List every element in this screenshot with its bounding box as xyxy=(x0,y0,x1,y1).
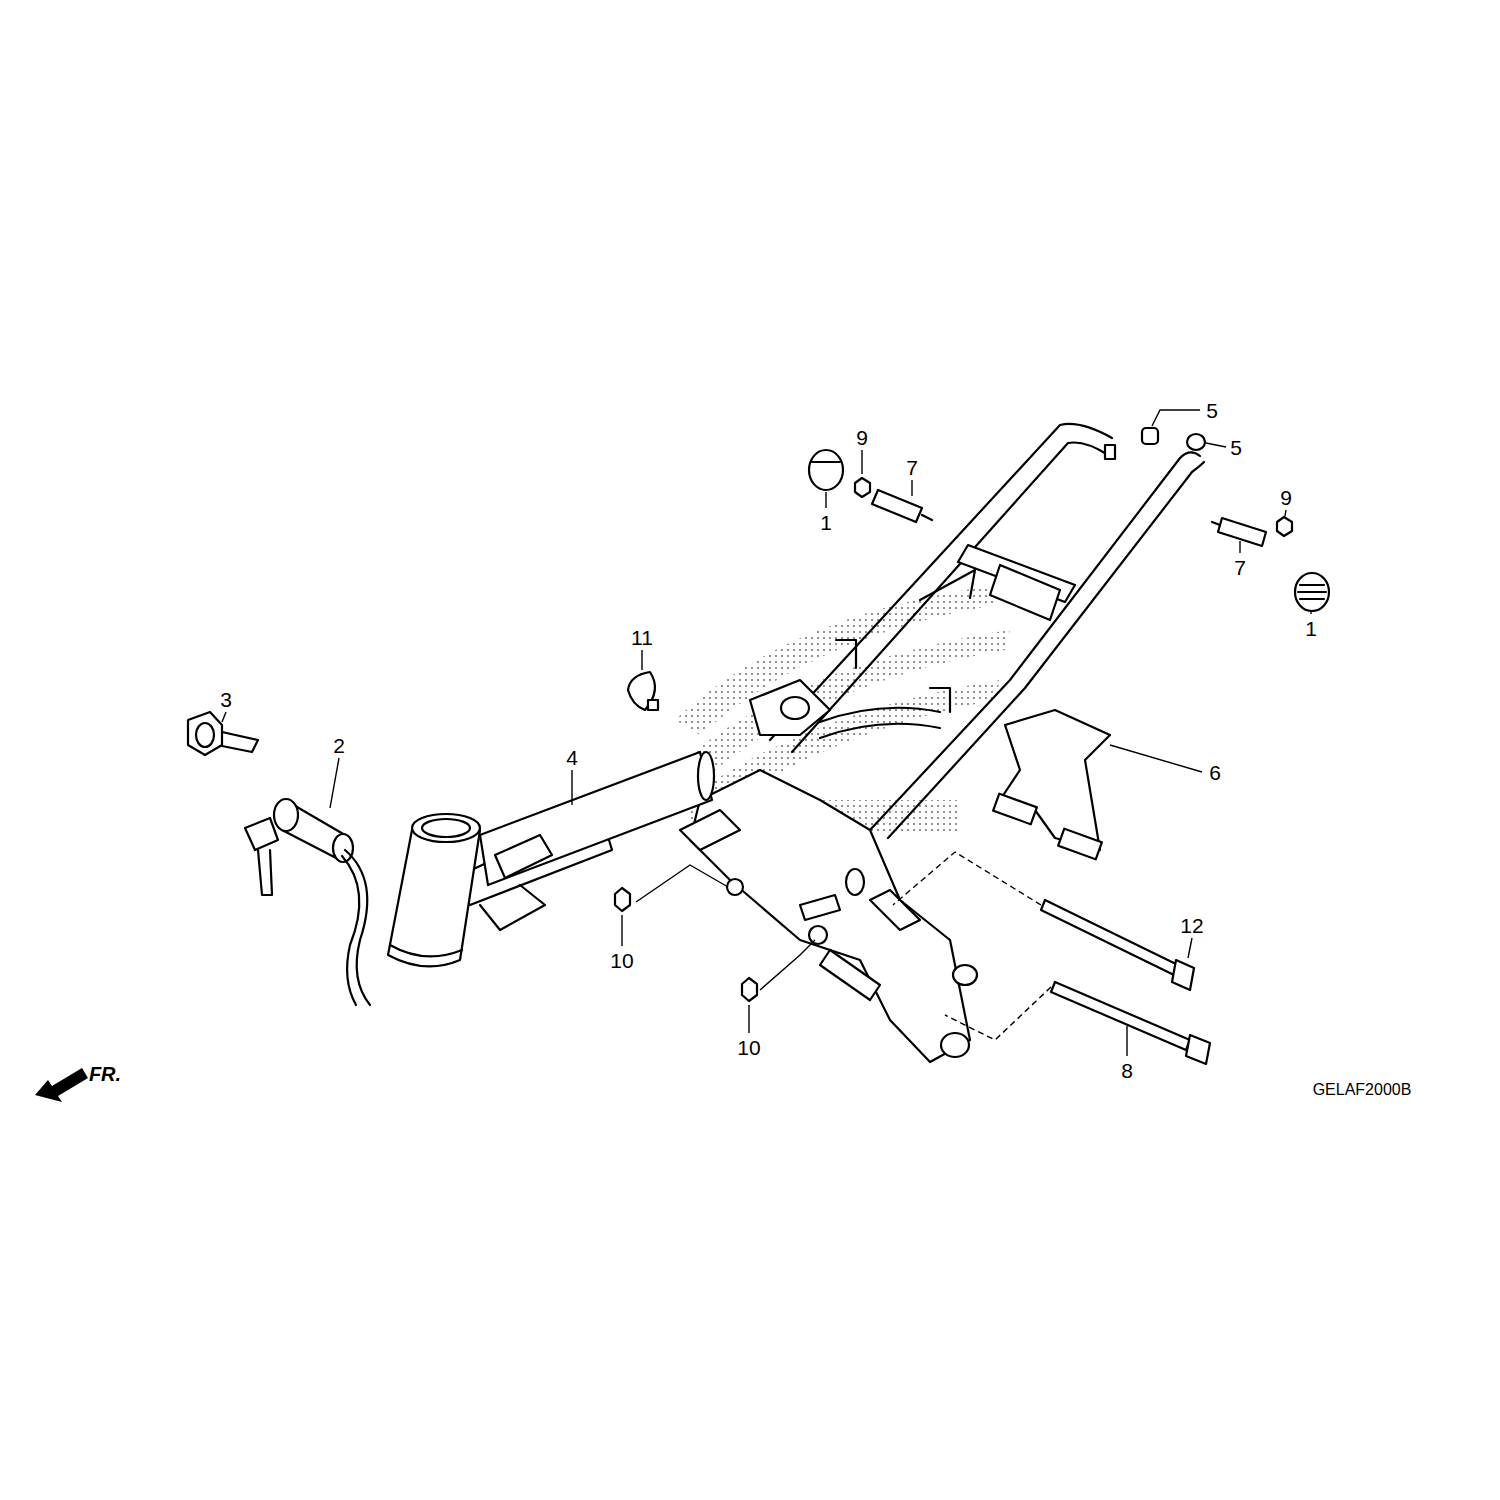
cap-part xyxy=(809,450,1329,611)
callout-number: 2 xyxy=(333,735,345,756)
callout-number: 12 xyxy=(1180,915,1203,936)
callout-number: 8 xyxy=(1121,1060,1133,1081)
callout-number: 7 xyxy=(906,457,918,478)
key-blank xyxy=(188,712,258,755)
bracket-part xyxy=(993,710,1110,859)
clamp-band xyxy=(628,672,658,710)
front-marker: FR. xyxy=(89,1064,121,1084)
callout-number: 11 xyxy=(631,627,653,648)
callout-number: 6 xyxy=(1209,762,1221,783)
callout-number: 1 xyxy=(1305,618,1317,639)
callout-number: 4 xyxy=(566,747,578,768)
spacer-part xyxy=(872,490,1266,546)
callout-number: 3 xyxy=(220,689,232,710)
callout-number: 5 xyxy=(1230,437,1242,458)
callout-number: 7 xyxy=(1234,557,1246,578)
ignition-switch xyxy=(245,799,370,1005)
leader-lines xyxy=(222,410,1311,1056)
callout-number: 1 xyxy=(820,512,832,533)
callout-number: 9 xyxy=(856,427,868,448)
front-arrow xyxy=(35,1068,88,1102)
bolt-part xyxy=(1041,900,1210,1064)
diagram-code: GELAF2000B xyxy=(1313,1082,1412,1098)
callout-number: 9 xyxy=(1280,487,1292,508)
callout-number: 10 xyxy=(610,950,633,971)
callout-number: 5 xyxy=(1206,400,1218,421)
rear-frame xyxy=(770,424,1204,838)
nut-part xyxy=(615,478,1292,1001)
callout-number: 10 xyxy=(737,1037,760,1058)
main-tube xyxy=(388,752,714,966)
small-cap xyxy=(1142,428,1205,450)
